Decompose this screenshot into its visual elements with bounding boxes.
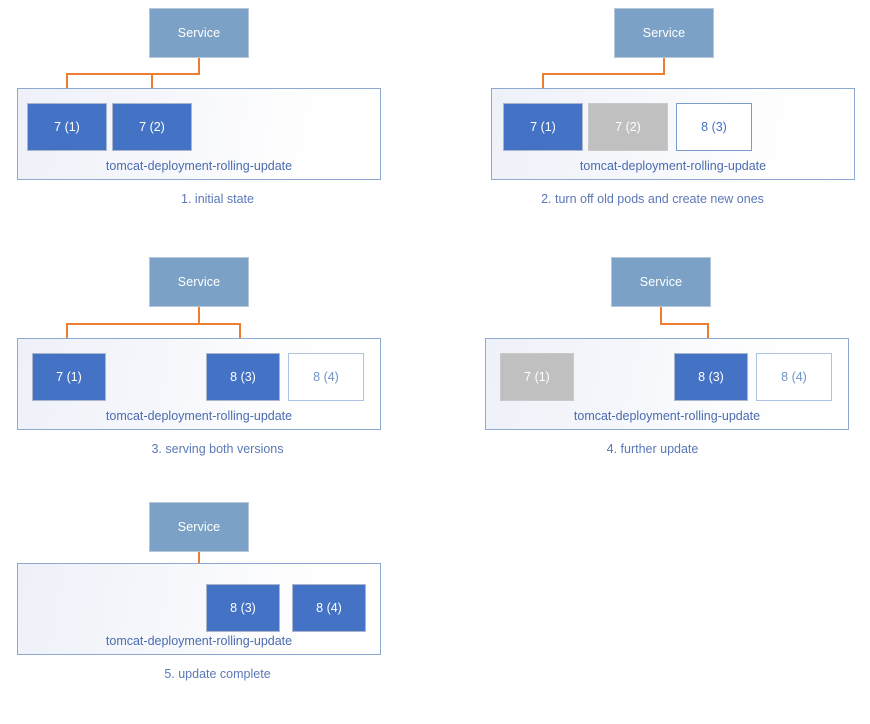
- panel-caption: 5. update complete: [164, 667, 271, 681]
- pod-7-1[interactable]: 7 (1): [503, 103, 583, 151]
- service-label: Service: [177, 520, 221, 534]
- pod-7-1[interactable]: 7 (1): [500, 353, 574, 401]
- service-box[interactable]: Service: [611, 257, 711, 307]
- panel-caption: 1. initial state: [181, 192, 254, 206]
- pod-label: 8 (3): [698, 370, 724, 384]
- pod-8-3[interactable]: 8 (3): [674, 353, 748, 401]
- service-label: Service: [177, 275, 221, 289]
- pod-label: 8 (4): [781, 370, 807, 384]
- service-box[interactable]: Service: [149, 257, 249, 307]
- panel-caption: 3. serving both versions: [151, 442, 284, 456]
- pod-label: 8 (4): [313, 370, 339, 384]
- pod-label: 7 (1): [524, 370, 550, 384]
- panel-caption: 2. turn off old pods and create new ones: [541, 192, 764, 206]
- pod-label: 8 (3): [230, 601, 256, 615]
- panel-update-complete: Service tomcat-deployment-rolling-update…: [0, 494, 435, 724]
- panel-initial-state: Service tomcat-deployment-rolling-update…: [0, 0, 435, 230]
- service-label: Service: [642, 26, 686, 40]
- pod-label: 7 (2): [139, 120, 165, 134]
- deployment-label: tomcat-deployment-rolling-update: [105, 159, 293, 173]
- service-label: Service: [639, 275, 683, 289]
- panel-caption: 4. further update: [606, 442, 699, 456]
- pod-7-2[interactable]: 7 (2): [112, 103, 192, 151]
- pod-label: 7 (1): [530, 120, 556, 134]
- service-box[interactable]: Service: [614, 8, 714, 58]
- panel-serving-both-versions: Service tomcat-deployment-rolling-update…: [0, 248, 435, 478]
- service-box[interactable]: Service: [149, 8, 249, 58]
- deployment-label: tomcat-deployment-rolling-update: [105, 409, 293, 423]
- service-box[interactable]: Service: [149, 502, 249, 552]
- panel-further-update: Service tomcat-deployment-rolling-update…: [435, 248, 870, 478]
- deployment-label: tomcat-deployment-rolling-update: [579, 159, 767, 173]
- service-label: Service: [177, 26, 221, 40]
- pod-label: 8 (3): [230, 370, 256, 384]
- pod-label: 7 (1): [56, 370, 82, 384]
- pod-8-3[interactable]: 8 (3): [206, 353, 280, 401]
- pod-7-2[interactable]: 7 (2): [588, 103, 668, 151]
- pod-8-4[interactable]: 8 (4): [292, 584, 366, 632]
- deployment-label: tomcat-deployment-rolling-update: [105, 634, 293, 648]
- pod-8-4[interactable]: 8 (4): [756, 353, 832, 401]
- pod-7-1[interactable]: 7 (1): [27, 103, 107, 151]
- pod-label: 8 (3): [701, 120, 727, 134]
- pod-8-3[interactable]: 8 (3): [676, 103, 752, 151]
- pod-label: 8 (4): [316, 601, 342, 615]
- pod-8-3[interactable]: 8 (3): [206, 584, 280, 632]
- pod-7-1[interactable]: 7 (1): [32, 353, 106, 401]
- pod-label: 7 (2): [615, 120, 641, 134]
- pod-label: 7 (1): [54, 120, 80, 134]
- deployment-label: tomcat-deployment-rolling-update: [573, 409, 761, 423]
- panel-turn-off-old-pods: Service tomcat-deployment-rolling-update…: [435, 0, 870, 230]
- pod-8-4[interactable]: 8 (4): [288, 353, 364, 401]
